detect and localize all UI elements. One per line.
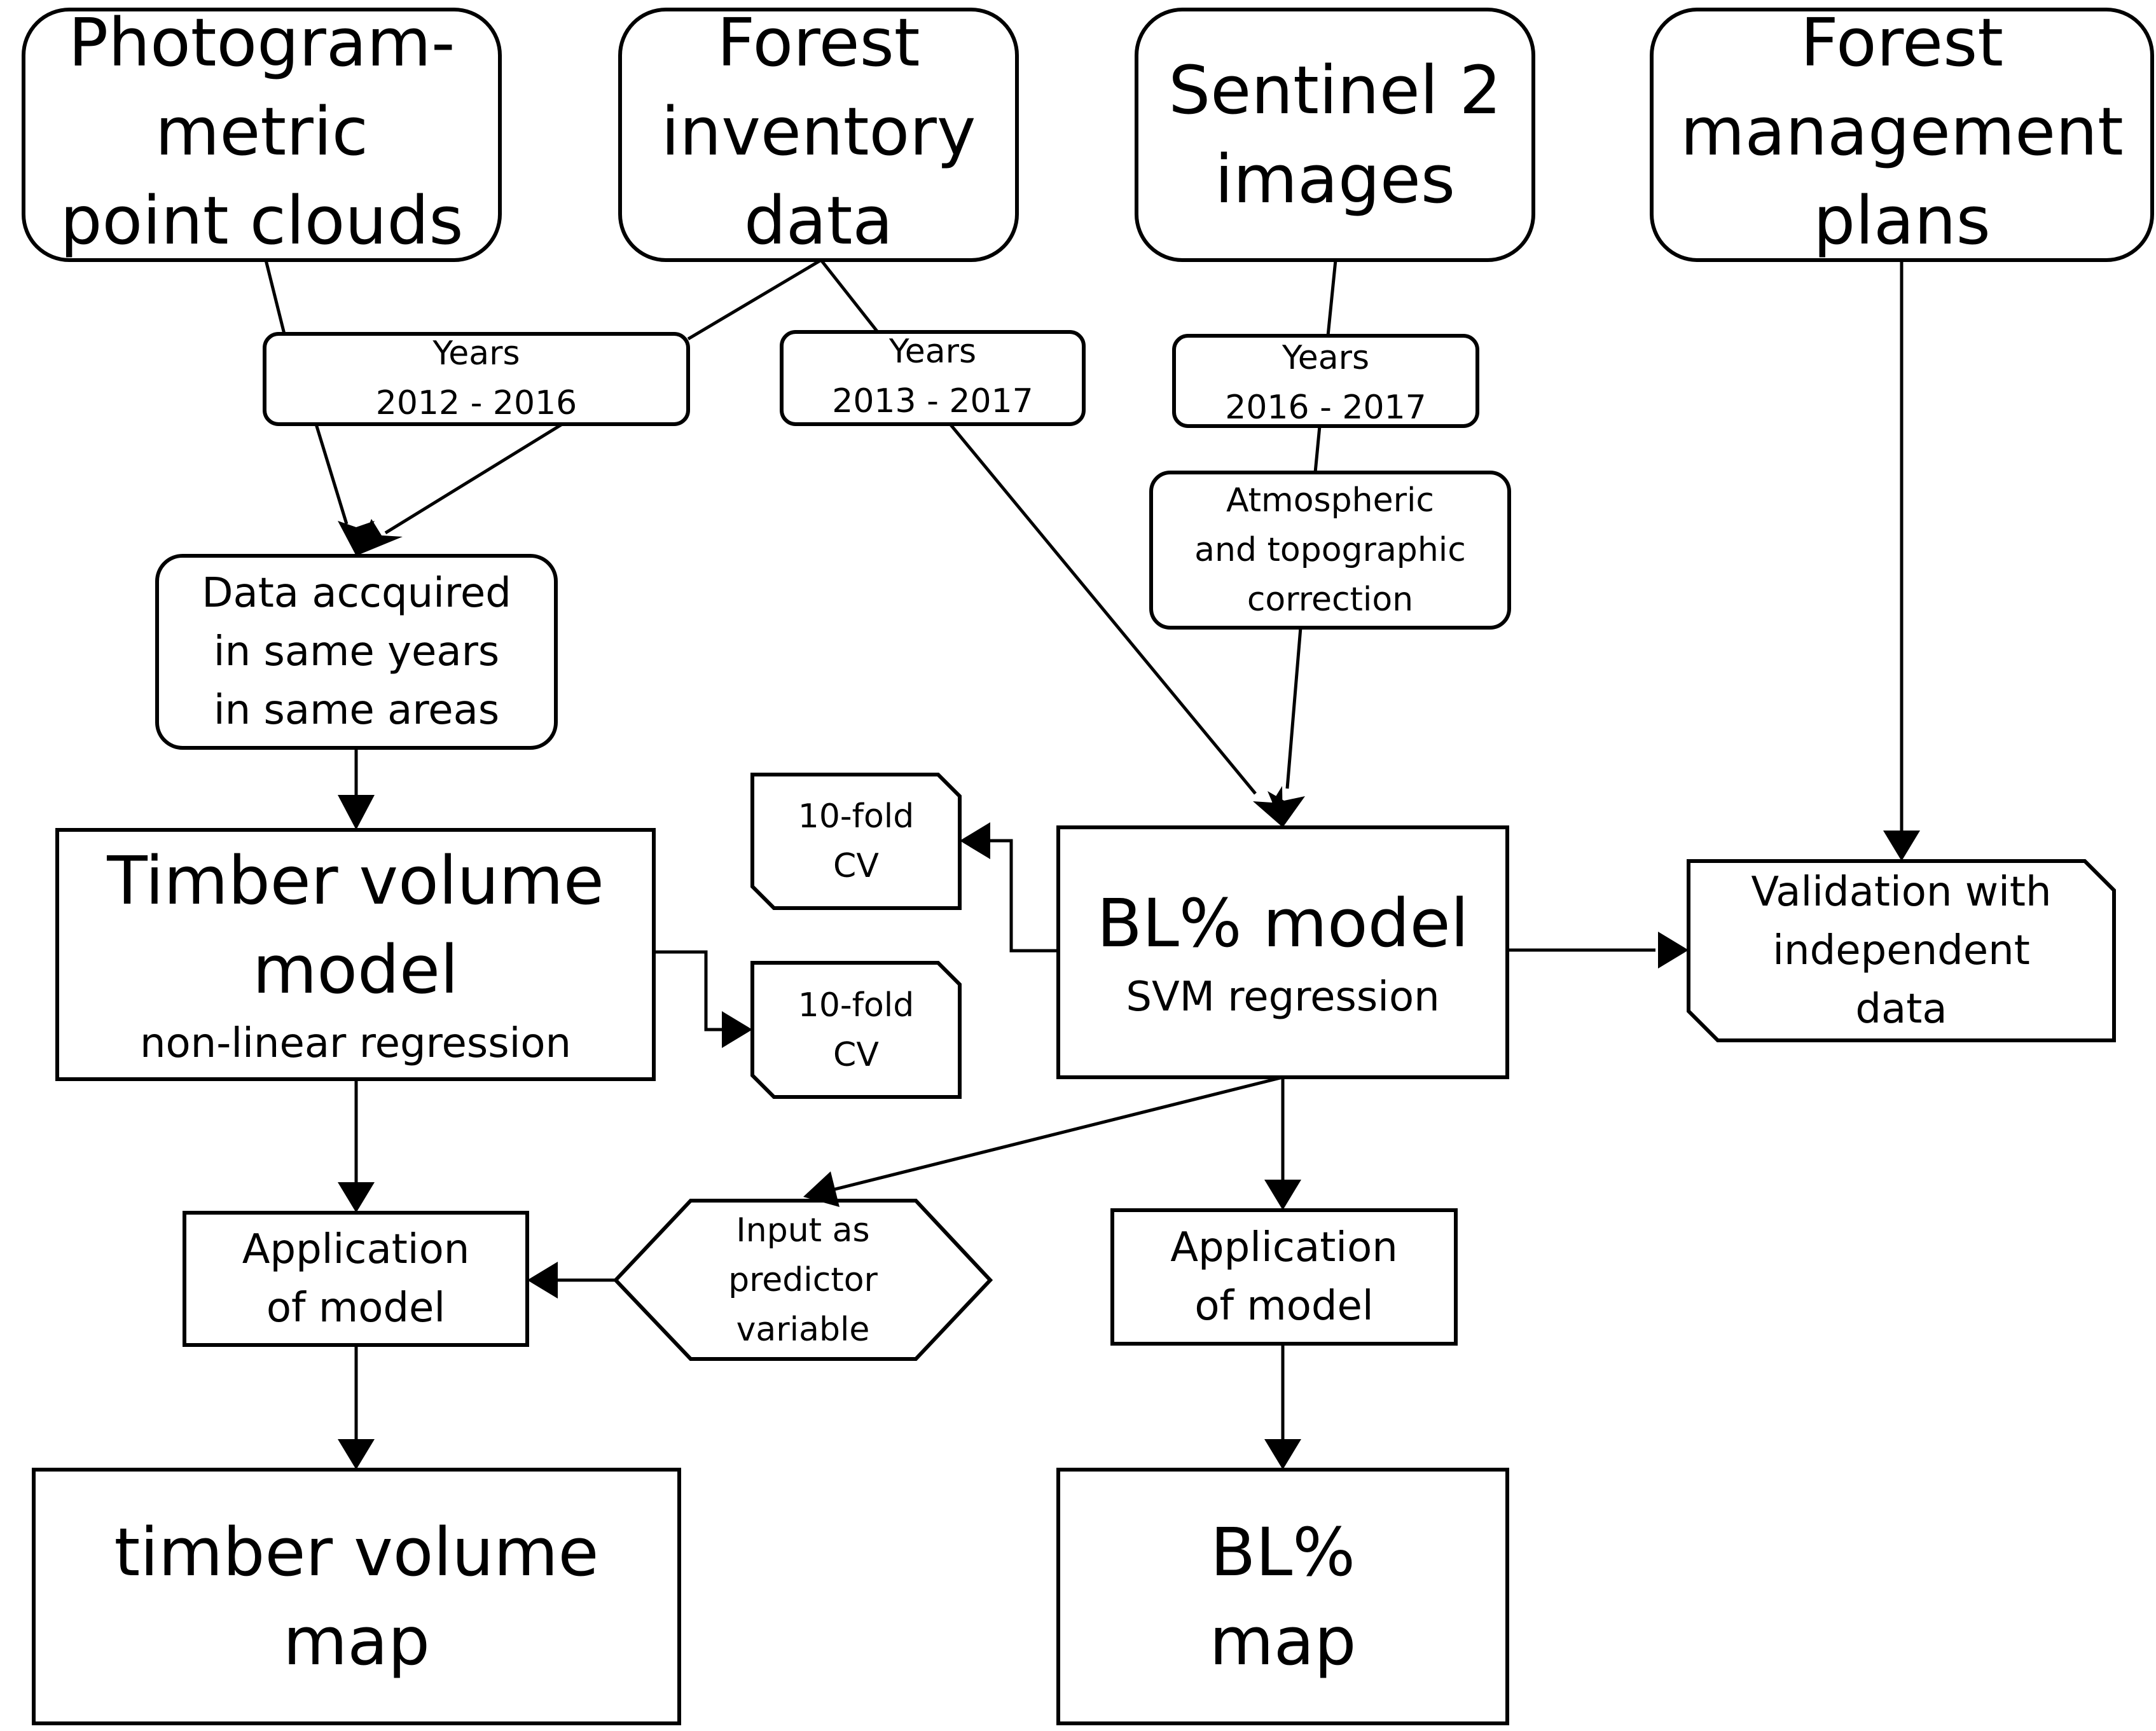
timber-model-label: Timber volume model non-linear regressio… [57,830,654,1079]
same-years-line2: in same years [213,628,500,675]
apply-timber-box [183,1211,529,1347]
validation-line1: Validation with [1751,869,2052,916]
photogrammetric-line2: metric [155,93,368,170]
timber-model-line1: Timber volume [107,842,604,920]
predictor-hexagon [612,1199,993,1361]
timber-map-box [32,1468,681,1725]
apply-timber-label: Application of model [184,1213,527,1345]
timber-map-line1: timber volume [114,1513,599,1591]
cv-upper-line2: CV [833,847,879,885]
sentinel-line1: Sentinel 2 [1168,52,1502,129]
forest-management-line3: plans [1813,182,1991,259]
years-a-label: Years [432,334,520,373]
years-b-label: Years [888,333,977,371]
years-2013-2017-box [780,330,1086,426]
bl-map-line1: BL% [1210,1513,1356,1591]
timber-map-line2: map [282,1602,431,1680]
correction-label: Atmospheric and topographic correction [1151,472,1509,628]
same-years-line3: in same areas [213,687,500,734]
apply-bl-line2: of model [1194,1283,1374,1330]
predictor-line2: predictor [728,1260,878,1299]
predictor-label: Input as predictor variable [661,1201,944,1359]
years-b-range: 2013 - 2017 [832,382,1033,420]
same-years-line1: Data accquired [202,570,511,617]
timber-map-label: timber volume map [34,1470,679,1723]
forest-management-line2: management [1680,93,2124,170]
sentinel-label: Sentinel 2 images [1137,10,1533,260]
years-2016-2017-box [1172,334,1479,428]
years-2016-2017-label: Years 2016 - 2017 [1174,335,1477,431]
validation-line3: data [1855,986,1947,1033]
cv-upper-label: 10-fold CV [752,775,960,908]
forest-inventory-line3: data [743,182,894,259]
forest-inventory-line1: Forest [717,4,920,81]
apply-timber-line1: Application [242,1226,470,1273]
cv-lower-line2: CV [833,1035,879,1074]
cv-upper-shape [750,773,962,910]
sentinel-line2: images [1214,141,1456,218]
cv-lower-shape [750,961,962,1099]
predictor-line3: variable [736,1310,870,1349]
bl-map-line2: map [1209,1602,1357,1680]
timber-model-method: non-linear regression [139,1020,572,1067]
years-2013-2017-label: Years 2013 - 2017 [782,329,1084,424]
same-years-label: Data accquired in same years in same are… [157,556,556,748]
forest-management-label: Forest management plans [1652,3,2152,260]
photogrammetric-box [22,8,502,262]
bl-map-label: BL% map [1058,1470,1507,1723]
bl-map-box [1056,1468,1509,1725]
validation-label: Validation with independent data [1689,861,2114,1040]
correction-line3: correction [1247,581,1414,619]
apply-bl-line1: Application [1170,1224,1398,1271]
photogrammetric-label: Photogram- metric point clouds [24,3,500,260]
edges [264,258,1904,1439]
forest-inventory-label: Forest inventory data [620,3,1017,260]
photogrammetric-line3: point clouds [60,182,464,259]
bl-model-title: BL% model [1096,884,1469,962]
validation-line2: independent [1772,927,2030,974]
years-a-range: 2012 - 2016 [375,384,577,422]
correction-box [1149,471,1511,630]
years-2012-2016-box [263,332,690,426]
bl-model-method: SVM regression [1126,973,1440,1021]
forest-inventory-line2: inventory [661,93,976,170]
validation-shape [1687,859,2116,1042]
years-c-label: Years [1282,339,1370,377]
bl-model-label: BL% model SVM regression [1058,827,1507,1077]
timber-model-box [55,828,656,1081]
apply-timber-line2: of model [266,1285,446,1332]
photogrammetric-line1: Photogram- [68,4,455,81]
apply-bl-label: Application of model [1112,1210,1456,1344]
correction-line1: Atmospheric [1226,481,1434,520]
cv-lower-line1: 10-fold [798,986,915,1024]
years-2012-2016-label: Years 2012 - 2016 [265,331,688,426]
cv-lower-label: 10-fold CV [752,963,960,1097]
timber-model-line2: model [252,931,459,1009]
bl-model-box [1056,825,1509,1079]
correction-line2: and topographic [1194,531,1466,569]
apply-bl-box [1110,1208,1458,1346]
forest-management-line1: Forest [1800,4,2004,81]
predictor-line1: Input as [736,1211,870,1250]
arrowheads [338,519,1920,1470]
cv-upper-line1: 10-fold [798,797,915,836]
years-c-range: 2016 - 2017 [1225,389,1427,427]
